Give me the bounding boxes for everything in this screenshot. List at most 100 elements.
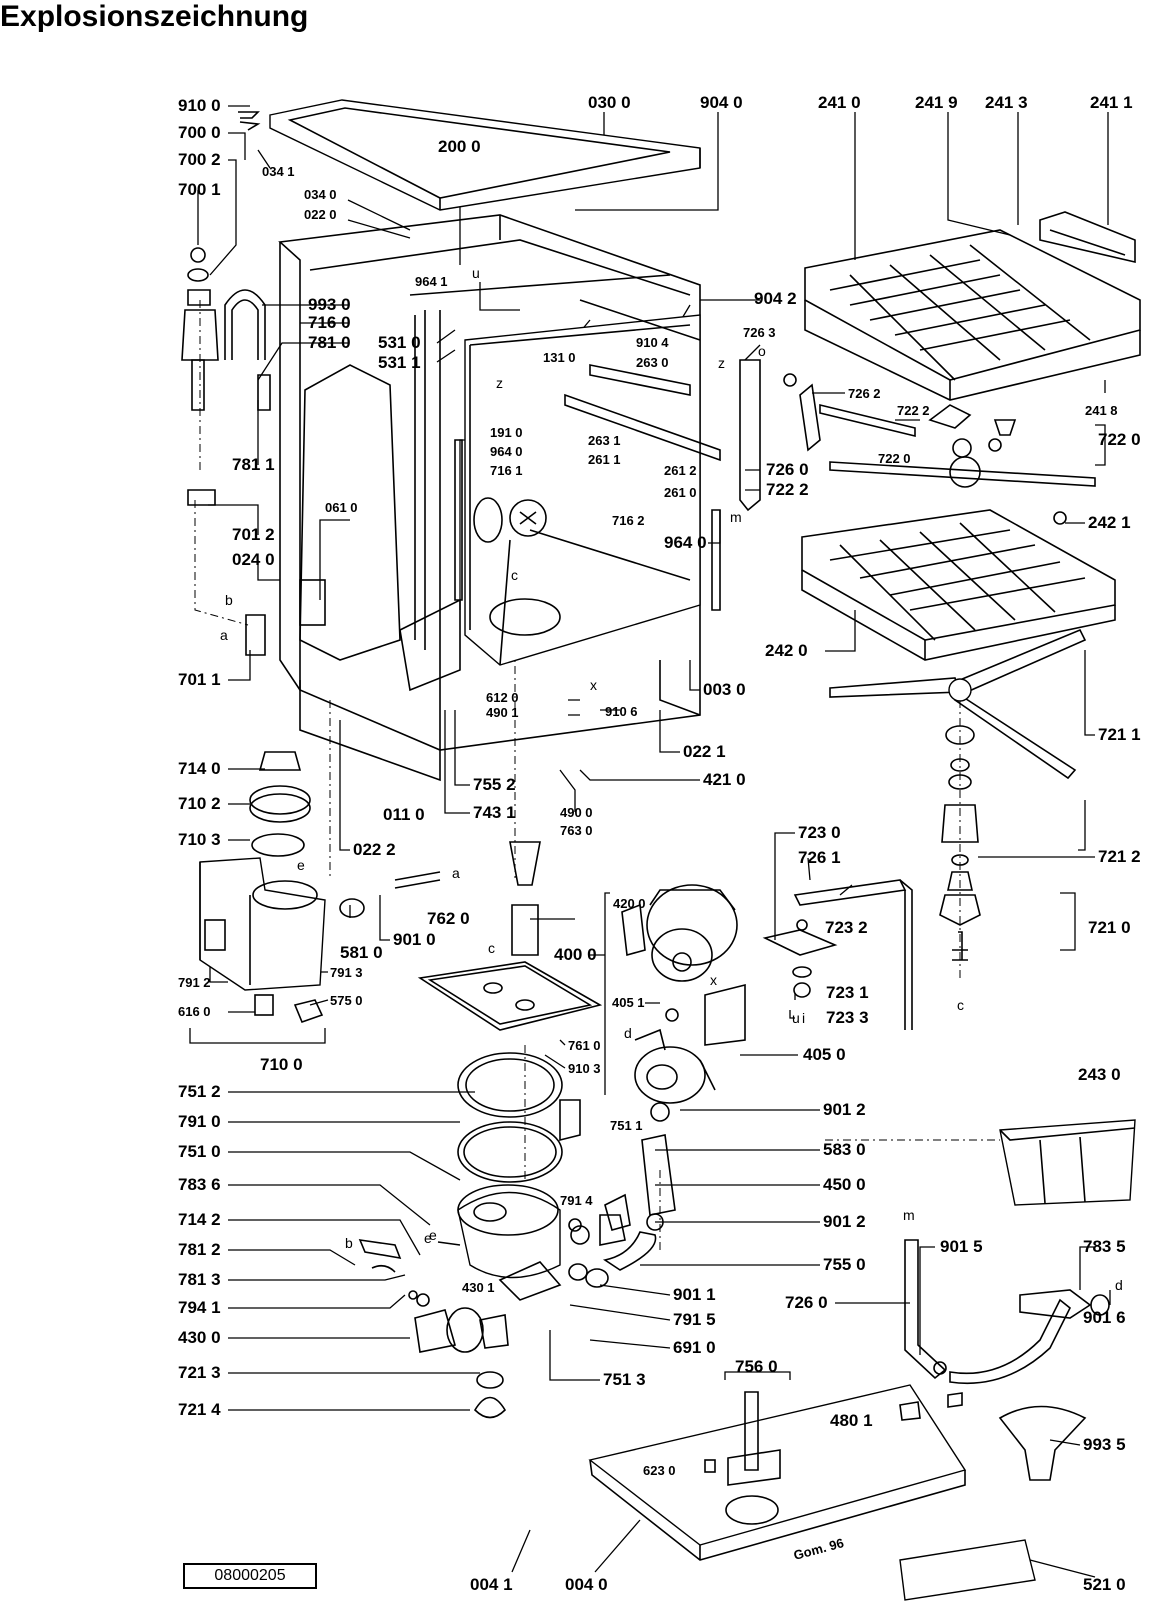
label-901-5: 901 5 (940, 1237, 983, 1256)
cabinet-frame (278, 214, 761, 782)
label-261-1: 261 1 (588, 452, 621, 467)
label-722-0-mid: 722 0 (878, 451, 911, 466)
label-726-0-top: 726 0 (766, 460, 809, 479)
label-490-0: 490 0 (560, 805, 593, 820)
label-430-1: 430 1 (462, 1280, 495, 1295)
label-791-5: 791 5 (673, 1310, 716, 1329)
label-261-2: 261 2 (664, 463, 697, 478)
ref-letter: d (624, 1025, 632, 1041)
label-701-1: 701 1 (178, 670, 221, 689)
label-751-3: 751 3 (603, 1370, 646, 1389)
label-131-0: 131 0 (543, 350, 576, 365)
label-781-2: 781 2 (178, 1240, 221, 1259)
label-710-0: 710 0 (260, 1055, 303, 1074)
label-910-0: 910 0 (178, 96, 221, 115)
label-421-0: 421 0 (703, 770, 746, 789)
label-751-1: 751 1 (610, 1118, 643, 1133)
label-743-1: 743 1 (473, 803, 516, 822)
label-242-1: 242 1 (1088, 513, 1131, 532)
label-490-1: 490 1 (486, 705, 519, 720)
label-261-0: 261 0 (664, 485, 697, 500)
label-612-0: 612 0 (486, 690, 519, 705)
label-993-0: 993 0 (308, 295, 351, 314)
label-022-0: 022 0 (304, 207, 337, 222)
label-263-1: 263 1 (588, 433, 621, 448)
label-480-1: 480 1 (830, 1411, 873, 1430)
ref-letter: z (718, 355, 725, 371)
labels: 910 0 700 0 700 2 700 1 034 1 030 0 904 … (178, 93, 1141, 1594)
funnel (998, 1405, 1087, 1481)
ref-letter: u (472, 265, 480, 281)
label-241-3: 241 3 (985, 93, 1028, 112)
label-756-0: 756 0 (735, 1357, 778, 1376)
label-405-0: 405 0 (803, 1045, 846, 1064)
label-723-1: 723 1 (826, 983, 869, 1002)
ref-letter: e (424, 1230, 432, 1246)
cutlery-basket (999, 1119, 1136, 1206)
label-011-0: 011 0 (383, 805, 425, 824)
label-901-2-a: 901 2 (823, 1100, 866, 1119)
label-901-1: 901 1 (673, 1285, 716, 1304)
top-cover (269, 99, 701, 211)
label-575-0: 575 0 (330, 993, 363, 1008)
upper-spray-arm (783, 373, 1096, 488)
label-583-0: 583 0 (823, 1140, 866, 1159)
ref-letter: z (496, 375, 503, 391)
label-400-0: 400 0 (554, 945, 597, 964)
label-022-1: 022 1 (683, 742, 726, 761)
label-794-1: 794 1 (178, 1298, 221, 1317)
label-723-3: 723 3 (826, 1008, 869, 1027)
label-710-2: 710 2 (178, 794, 221, 813)
page-title: Explosionszeichnung (0, 0, 309, 33)
label-420-0: 420 0 (613, 896, 646, 911)
label-243-0: 243 0 (1078, 1065, 1121, 1084)
label-781-1: 781 1 (232, 455, 275, 474)
label-616-0: 616 0 (178, 1004, 211, 1019)
label-710-3: 710 3 (178, 830, 221, 849)
clip-part (238, 111, 261, 131)
label-034-1: 034 1 (262, 164, 295, 179)
label-241-9: 241 9 (915, 93, 958, 112)
label-263-0: 263 0 (636, 355, 669, 370)
label-521-0: 521 0 (1083, 1575, 1126, 1594)
label-783-6: 783 6 (178, 1175, 221, 1194)
label-003-0: 003 0 (703, 680, 746, 699)
sump-assembly (457, 1052, 626, 1301)
lower-tube (904, 1239, 1110, 1385)
label-700-2: 700 2 (178, 150, 221, 169)
label-910-3: 910 3 (568, 1061, 601, 1076)
ref-letter: c (511, 567, 518, 583)
ref-letter: e (429, 1227, 437, 1243)
label-781-0: 781 0 (308, 333, 351, 352)
label-405-1: 405 1 (612, 995, 645, 1010)
ref-letter: a (452, 865, 460, 881)
label-726-0-bot: 726 0 (785, 1293, 828, 1312)
label-450-0: 450 0 (823, 1175, 866, 1194)
label-993-5: 993 5 (1083, 1435, 1126, 1454)
ref-letter: a (220, 627, 228, 643)
label-964-1: 964 1 (415, 274, 448, 289)
label-910-4: 910 4 (636, 335, 669, 350)
drain-pump (358, 1239, 509, 1419)
label-623-0: 623 0 (643, 1463, 676, 1478)
ref-letter: m (730, 509, 742, 525)
label-791-4: 791 4 (560, 1193, 593, 1208)
ref-letter: x (590, 677, 597, 693)
label-726-3: 726 3 (743, 325, 776, 340)
label-901-0: 901 0 (393, 930, 436, 949)
label-716-1: 716 1 (490, 463, 523, 478)
ref-letter: b (345, 1235, 353, 1251)
label-755-0: 755 0 (823, 1255, 866, 1274)
label-721-1: 721 1 (1098, 725, 1141, 744)
label-241-8: 241 8 (1085, 403, 1118, 418)
label-004-0: 004 0 (565, 1575, 608, 1594)
label-022-2: 022 2 (353, 840, 396, 859)
label-241-1: 241 1 (1090, 93, 1133, 112)
upper-basket (804, 211, 1141, 401)
ref-letter: d (1115, 1277, 1123, 1293)
label-721-4: 721 4 (178, 1400, 221, 1419)
label-024-0: 024 0 (232, 550, 275, 569)
label-191-0: 191 0 (490, 425, 523, 440)
